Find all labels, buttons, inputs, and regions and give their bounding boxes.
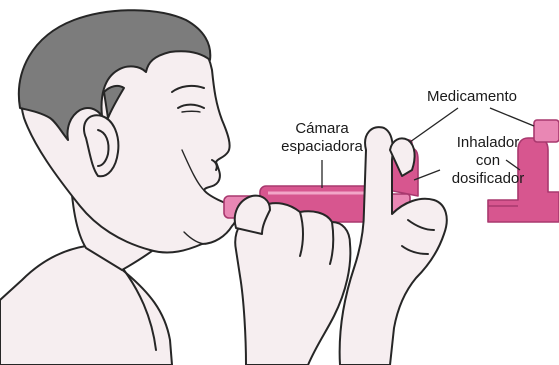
label-inhaler-line3: dosificador (432, 170, 544, 188)
label-metered-dose-inhaler: Inhalador con dosificador (432, 134, 544, 188)
label-inhaler-line1: Inhalador (432, 134, 544, 152)
label-inhaler-line2: con (432, 152, 544, 170)
shirt-collar (0, 246, 172, 365)
person-figure (0, 10, 238, 365)
label-spacer-line2: espaciadora (272, 138, 372, 156)
label-medicine-text: Medicamento (416, 88, 528, 106)
hands (235, 127, 447, 365)
label-spacer-line1: Cámara (272, 120, 372, 138)
label-spacer-chamber: Cámara espaciadora (272, 120, 372, 156)
label-medicine: Medicamento (416, 88, 528, 106)
callout-medicine-right (490, 108, 534, 126)
